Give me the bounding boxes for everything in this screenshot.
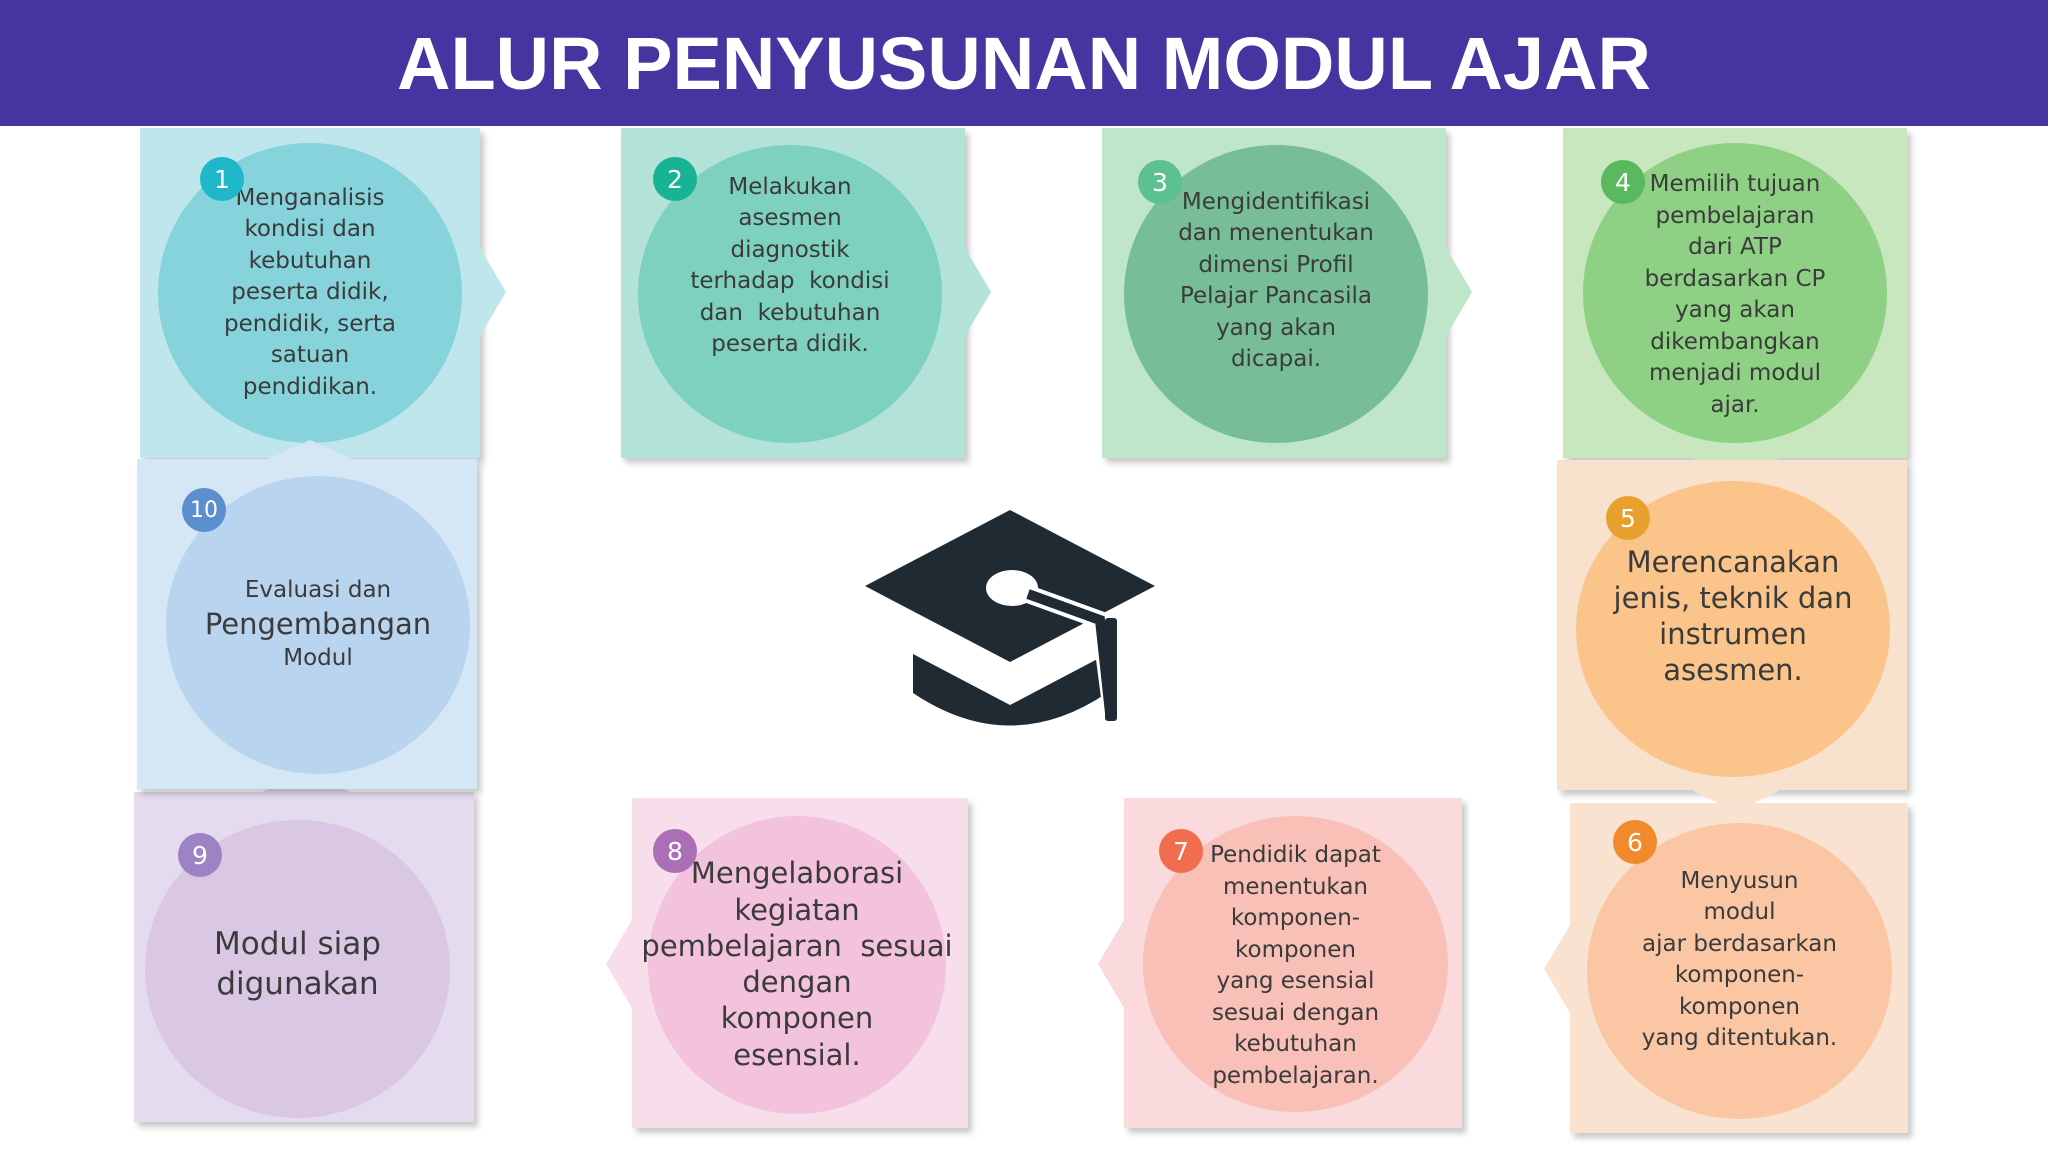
step-5-badge: 5 [1606,496,1650,540]
step-2-badge: 2 [653,157,697,201]
step-10-arrow [266,440,354,460]
step-10-text-line1: Evaluasi dan [244,577,392,604]
step-7-badge: 7 [1159,829,1203,873]
step-10-badge: 10 [182,488,226,532]
step-1-badge: 1 [200,157,244,201]
step-8-arrow [606,920,632,1008]
step-7-arrow [1098,920,1124,1008]
step-3-badge: 3 [1138,160,1182,204]
step-9-text: Modul siap digunakan [214,925,381,1002]
step-10-text: Evaluasi dan Pengembangan Modul [205,576,431,673]
cap-button [986,570,1038,606]
step-4-circle: Memilih tujuan pembelajaran dari ATP ber… [1583,143,1887,443]
step-7-text: Pendidik dapat menentukan komponen- komp… [1210,842,1381,1089]
step-1-text: Menganalisis kondisi dan kebutuhan peser… [224,184,396,400]
step-10-text-line3: Modul [283,644,353,671]
title-banner: ALUR PENYUSUNAN MODUL AJAR [0,0,2048,126]
step-6-arrow [1544,925,1570,1013]
page-title: ALUR PENYUSUNAN MODUL AJAR [397,21,1651,105]
step-8-text: Mengelaborasi kegiatan pembelajaran sesu… [641,856,953,1072]
step-10-text-line2: Pengembangan [204,607,432,642]
step-4-text: Memilih tujuan pembelajaran dari ATP ber… [1644,171,1826,418]
tassel-end [1105,618,1117,721]
step-3-text: Mengidentifikasi dan menentukan dimensi … [1178,188,1374,373]
step-5-text: Merencanakan jenis, teknik dan instrumen… [1613,544,1853,688]
step-6-text: Menyusun modul ajar berdasarkan komponen… [1641,867,1838,1052]
step-8-badge: 8 [653,829,697,873]
step-4-badge: 4 [1601,160,1645,204]
step-6-circle: Menyusun modul ajar berdasarkan komponen… [1587,823,1892,1119]
graduation-cap-icon [865,510,1155,726]
step-6-badge: 6 [1613,820,1657,864]
step-8-circle: Mengelaborasi kegiatan pembelajaran sesu… [641,816,953,1114]
step-10-circle: Evaluasi dan Pengembangan Modul [166,476,470,774]
step-2-arrow [965,248,991,336]
cap-band [913,653,1107,726]
step-9-badge: 9 [178,833,222,877]
step-3-arrow [1446,248,1472,336]
step-1-arrow [480,248,506,336]
step-2-text: Melakukan asesmen diagnostik terhadap ko… [690,173,890,358]
